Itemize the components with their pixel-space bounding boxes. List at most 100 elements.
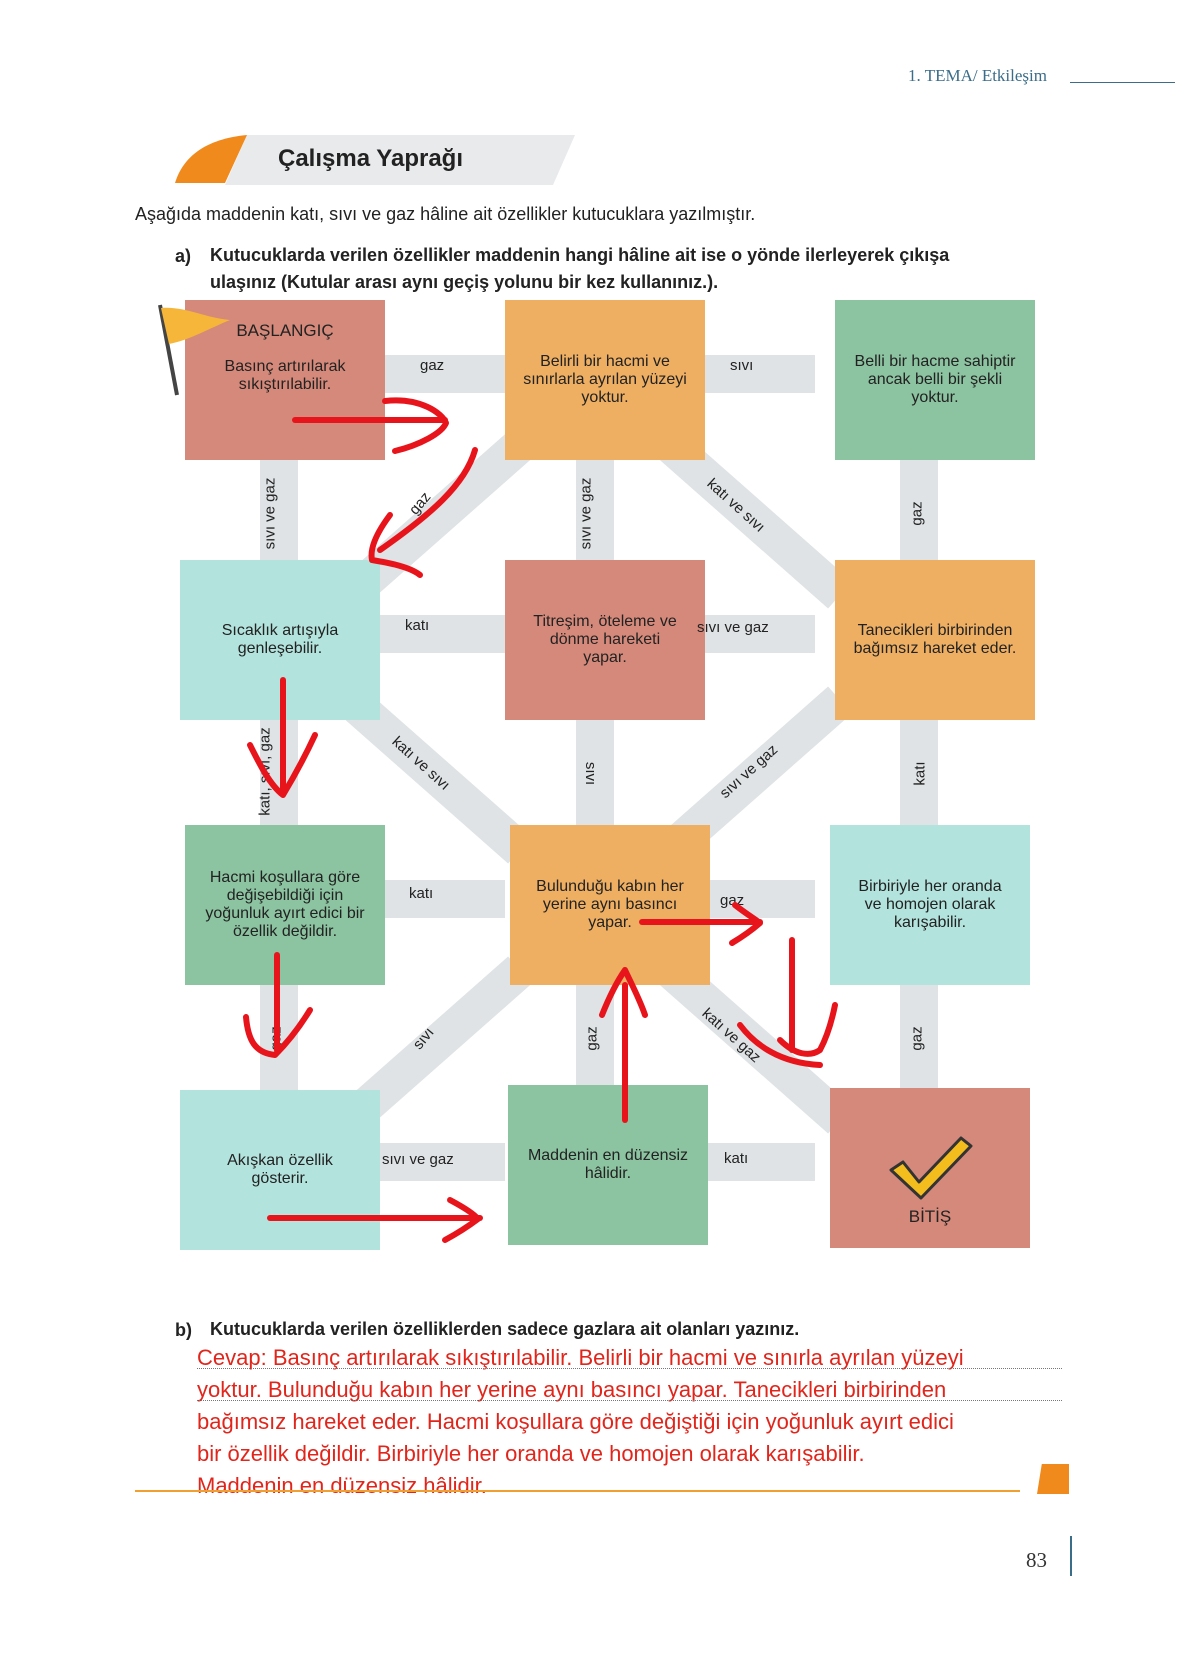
path-diag-c <box>338 686 532 864</box>
box-r1c1-line2: dönme hareketi <box>549 631 661 648</box>
box-r1c1-line1: Titreşim, öteleme ve <box>533 613 677 630</box>
box-r2c1-line1: Bulunduğu kabın her <box>536 878 684 895</box>
box-finish: BİTİŞ <box>830 1088 1030 1248</box>
answer-line4: bir özellik değildir. Birbiriyle her ora… <box>197 1441 865 1466</box>
path-h00 <box>380 355 505 393</box>
box-r2c0-line3: yoğunluk ayırt edici bir <box>205 905 365 922</box>
path-v22 <box>900 975 938 1105</box>
flag-icon <box>158 304 230 396</box>
box-r2c1-line2: yerine aynı basıncı <box>542 896 678 913</box>
path-v01 <box>576 455 614 575</box>
box-r2c1: Bulunduğu kabın her yerine aynı basıncı … <box>510 825 710 985</box>
maze-board: BAŞLANGIÇ Basınç artırılarak sıkıştırıla… <box>158 300 1036 1305</box>
start-title: BAŞLANGIÇ <box>236 321 334 340</box>
path-label-h20: katı <box>409 885 434 902</box>
path-v12 <box>900 715 938 835</box>
answer-underline <box>135 1490 1020 1492</box>
box-r3c1-line1: Maddenin en düzensiz <box>527 1147 689 1164</box>
arrow-7-head <box>729 902 763 946</box>
box-r3c0-line1: Akışkan özellik <box>227 1152 333 1169</box>
answer-line1: Cevap: Basınç artırılarak sıkıştırılabil… <box>197 1345 964 1370</box>
box-r1c2-line1: Tanecikleri birbirinden <box>857 622 1013 639</box>
box-r0c2-line2: ancak belli bir şekli <box>867 371 1003 388</box>
question-a-line1: Kutucuklarda verilen özellikler maddenin… <box>210 245 950 265</box>
box-r0c1-line1: Belirli bir hacmi ve <box>540 353 670 370</box>
path-h01 <box>690 355 815 393</box>
finish-title: BİTİŞ <box>908 1207 952 1226</box>
box-r3c0: Akışkan özellik gösterir. <box>180 1090 380 1250</box>
arrow-2 <box>377 447 478 553</box>
box-r2c2-line2: ve homojen olarak <box>864 896 996 913</box>
theme-label: 1. TEMA/ Etkileşim <box>908 66 1047 85</box>
arrow-3-head <box>247 732 318 798</box>
box-start: BAŞLANGIÇ Basınç artırılarak sıkıştırıla… <box>185 300 385 460</box>
box-r1c1-line3: yapar. <box>583 649 627 666</box>
question-a-line2: ulaşınız (Kutular arası aynı geçiş yolun… <box>210 272 719 292</box>
box-r3c1: Maddenin en düzensiz hâlidir. <box>508 1085 708 1245</box>
path-v00 <box>260 455 298 575</box>
accent-tab <box>1037 1464 1069 1494</box>
path-v02 <box>900 455 938 575</box>
box-r2c0-line2: değişebildiği için <box>226 887 344 904</box>
drawn-arrows <box>243 397 838 1243</box>
section-title: Çalışma Yaprağı <box>278 145 463 172</box>
arrow-6-head <box>599 967 648 1018</box>
intro-text: Aşağıda maddenin katı, sıvı ve gaz hâlin… <box>135 204 756 224</box>
path-label-h30: sıvı ve gaz <box>382 1151 454 1168</box>
box-r1c2: Tanecikleri birbirinden bağımsız hareket… <box>835 560 1035 720</box>
path-diag-b <box>658 431 852 609</box>
path-h11 <box>690 615 815 653</box>
path-h31 <box>690 1143 815 1181</box>
box-r2c0-line1: Hacmi koşullara göre <box>209 869 361 886</box>
box-r1c0-line1: Sıcaklık artışıyla <box>221 622 339 639</box>
page-number-bar <box>1070 1536 1072 1576</box>
box-r3c1-line2: hâlidir. <box>584 1165 632 1182</box>
box-r1c0-line2: genleşebilir. <box>237 640 323 657</box>
question-a-letter: a) <box>175 246 192 266</box>
answer-dotted-line <box>197 1400 1062 1401</box>
arrow-4-head <box>243 1007 313 1058</box>
answer-line5: Maddenin en düzensiz hâlidir. <box>197 1473 487 1498</box>
banner-leaf-icon <box>175 135 247 183</box>
box-r3c0-line2: gösterir. <box>251 1170 309 1187</box>
box-r2c1-line3: yapar. <box>588 914 632 931</box>
path-h10 <box>380 615 505 653</box>
path-label-h10: katı <box>405 617 430 634</box>
box-r0c1-line3: yoktur. <box>581 389 629 406</box>
path-h30 <box>380 1143 505 1181</box>
path-h20 <box>380 880 505 918</box>
banner-ribbon <box>225 135 575 185</box>
maze-paths <box>260 355 938 1181</box>
box-start-line1: Basınç artırılarak <box>224 358 346 375</box>
arrow-8-head <box>777 1002 838 1057</box>
box-r2c2-line3: karışabilir. <box>893 914 967 931</box>
box-start-line2: sıkıştırılabilir. <box>238 376 332 393</box>
box-r0c1: Belirli bir hacmi ve sınırlarla ayrılan … <box>505 300 705 460</box>
answer-line2: yoktur. Bulunduğu kabın her yerine aynı … <box>197 1377 947 1402</box>
theme-underline <box>1070 82 1175 83</box>
path-h21 <box>690 880 815 918</box>
path-label-h31: katı <box>724 1150 749 1167</box>
arrow-5-head <box>442 1197 481 1243</box>
box-r2c0: Hacmi koşullara göre değişebildiği için … <box>185 825 385 985</box>
box-r2c0-line4: özellik değildir. <box>232 923 338 940</box>
box-r2c2: Birbiriyle her oranda ve homojen olarak … <box>830 825 1030 985</box>
box-r0c1-line2: sınırlarla ayrılan yüzeyi <box>523 371 687 388</box>
arrow-1-head <box>382 397 449 454</box>
box-r0c2-line1: Belli bir hacme sahiptir <box>854 353 1016 370</box>
arrow-2-head <box>368 512 423 578</box>
question-b-letter: b) <box>175 1320 192 1340</box>
checkmark-icon <box>889 1136 973 1200</box>
section-banner <box>175 135 575 185</box>
box-r1c1: Titreşim, öteleme ve dönme hareketi yapa… <box>505 560 705 720</box>
path-label-h00: gaz <box>420 357 445 374</box>
answer-dotted-line <box>197 1368 1062 1369</box>
path-label-h01: sıvı <box>730 357 754 374</box>
question-a-text: Kutucuklarda verilen özellikler maddenin… <box>210 242 949 296</box>
question-b-text: Kutucuklarda verilen özelliklerden sadec… <box>210 1319 800 1339</box>
box-r2c2-line1: Birbiriyle her oranda <box>858 878 1002 895</box>
path-label-h11: sıvı ve gaz <box>697 619 769 636</box>
path-v11 <box>576 715 614 835</box>
box-r0c2: Belli bir hacme sahiptir ancak belli bir… <box>835 300 1035 460</box>
arrow-9 <box>737 1022 823 1068</box>
